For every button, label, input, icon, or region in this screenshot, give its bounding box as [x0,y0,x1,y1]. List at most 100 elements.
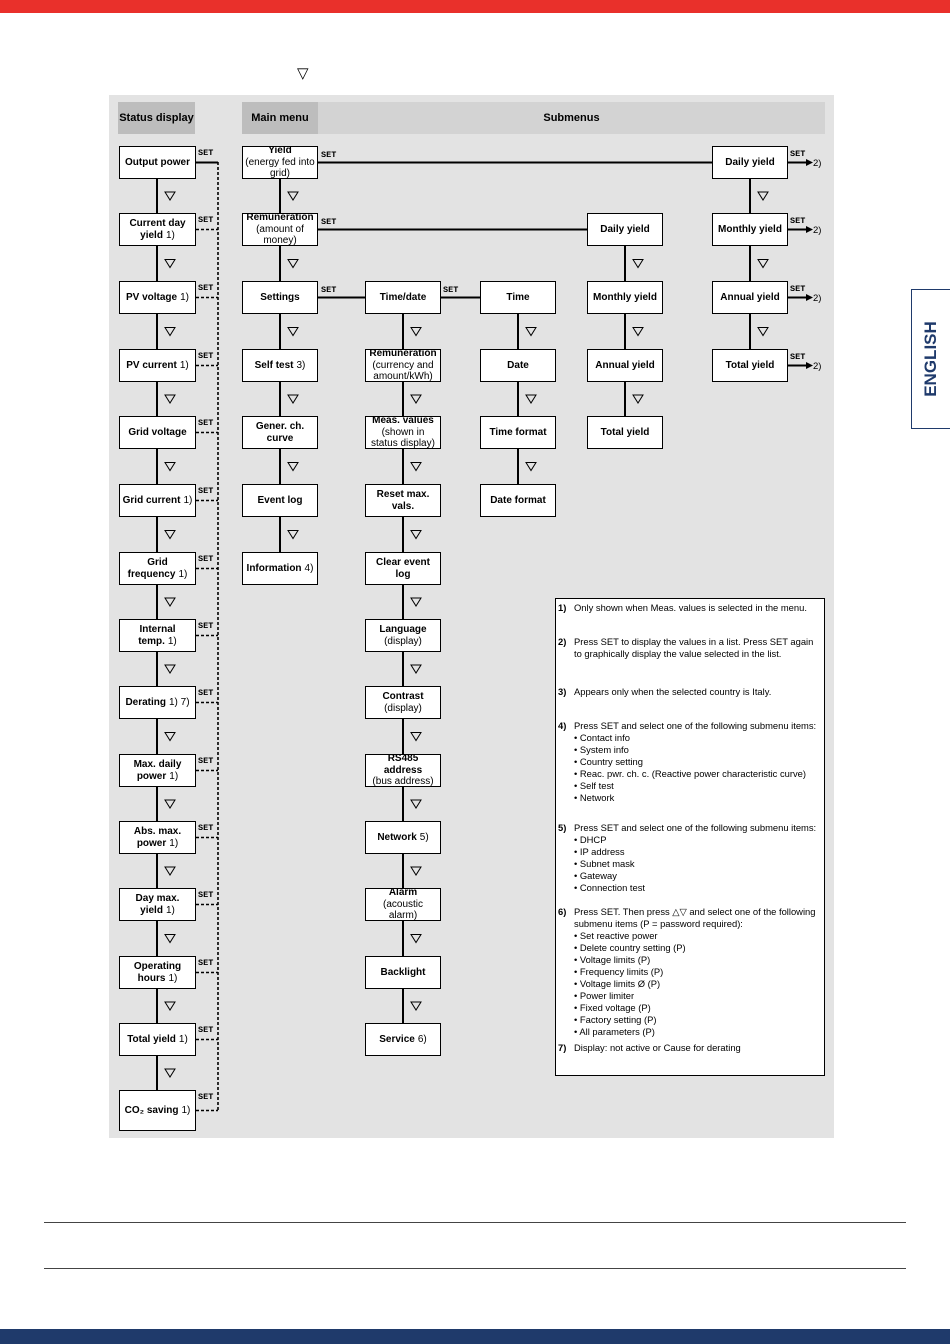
yield-daily-yield: Daily yield [712,146,788,179]
footnote-intro: Press SET. Then press △▽ and select one … [574,906,816,929]
footnote-list-item: • Power limiter [574,990,635,1001]
footnote-list-item: • Fixed voltage (P) [574,1002,651,1013]
set-label: SET [198,823,213,833]
header-status-display: Status display [118,102,195,134]
down-arrow-icon [164,934,176,944]
footnote-text: Press SET. Then press △▽ and select one … [574,906,820,1038]
footnote-text: Press SET and select one of the followin… [574,822,820,894]
down-arrow-icon [164,530,176,540]
set-label: SET [321,285,336,295]
set-label: SET [790,216,805,226]
footnote-list-item: • Network [574,792,615,803]
footnote-list-item: • All parameters (P) [574,1026,655,1037]
footnote-list-item: • Voltage limits (P) [574,954,651,965]
network-menu-label: Network [377,831,417,843]
status-item-label: Grid voltage [128,426,187,438]
footnote-ref: 2) [813,361,821,372]
currency-menu-sublabel: (currency and amount/kWh) [372,359,434,382]
header-main-menu: Main menu [242,102,318,134]
footnote-list-item: • Set reactive power [574,930,658,941]
language-tab: ENGLISH [911,289,950,429]
contrast-menu: Contrast(display) [365,686,441,719]
date-format-menu-label: Date format [490,494,546,506]
rem-daily-yield-label: Daily yield [600,223,650,235]
down-arrow-icon [164,732,176,742]
gener-ch-curve-menu-label: Gener. ch. curve [255,421,305,444]
clear-event-log-menu: Clear event log [365,552,441,585]
meas-values-menu-sublabel: (shown in status display) [371,426,435,449]
footnote-number: 4) [558,720,567,731]
status-item-label: Derating [125,696,166,708]
footnote-list-item: • System info [574,744,629,755]
footnote-ref: 2) [813,293,821,304]
footnote-list-item: • IP address [574,846,625,857]
footnote-list-item: • Reac. pwr. ch. c. (Reactive power char… [574,768,807,779]
down-arrow-icon [410,732,422,742]
footnote-3: 3) Appears only when the selected countr… [558,686,820,698]
footnote-list-item: • Connection test [574,882,646,893]
footnote-number: 7) [558,1042,567,1053]
down-arrow-icon [410,462,422,472]
down-arrow-icon [164,799,176,809]
down-arrow-icon [410,799,422,809]
footnote-number: 6) [558,906,567,917]
footnote-list-item: • Contact info [574,732,630,743]
self-test-menu-label: Self test [254,359,294,371]
status-item-label: Grid current [122,494,181,506]
remuneration-menu-sublabel: (amount of money) [256,223,304,246]
event-log-menu: Event log [242,484,318,517]
service-menu-label: Service [379,1033,415,1045]
footnote-7: 7) Display: not active or Cause for dera… [558,1042,820,1054]
footnote-list-item: • Gateway [574,870,617,881]
set-label: SET [198,756,213,766]
footnote-list-item: • Frequency limits (P) [574,966,664,977]
alarm-menu-label: Alarm [388,888,418,899]
down-arrow-icon [164,664,176,674]
settings-menu: Settings [242,281,318,314]
settings-menu-label: Settings [260,291,300,303]
down-arrow-icon [287,259,299,269]
down-arrow-icon [410,327,422,337]
clear-event-log-menu-label: Clear event log [376,557,430,580]
meas-values-menu-label: Meas. values [372,416,434,427]
footnote-1: 1) Only shown when Meas. values is selec… [558,602,820,614]
down-arrow-icon [287,462,299,472]
status-item: Internal temp.1) [119,619,196,652]
down-arrow-icon [164,259,176,269]
footnote-text: Press SET to display the values in a lis… [574,636,814,659]
down-arrow-icon [410,866,422,876]
set-label: SET [198,215,213,225]
footer-rule-bottom [44,1268,906,1269]
status-item-note: 1) [179,359,189,371]
footnote-list-item: • Self test [574,780,614,791]
status-item-note: 1) [167,635,177,647]
right-arrow-icon [806,159,813,166]
down-arrow-icon [632,327,644,337]
status-item-note: 1) [169,770,179,782]
status-item-label: Grid frequency [127,557,176,580]
down-arrow-icon [287,191,299,201]
yield-menu-sublabel: (energy fed into grid) [245,156,315,179]
down-arrow-icon [164,866,176,876]
set-label: SET [198,621,213,631]
remuneration-menu-label: Remuneration [246,213,314,224]
footnote-intro: Press SET and select one of the followin… [574,822,817,833]
status-item-note: 1) [169,837,179,849]
down-arrow-icon [164,1001,176,1011]
date-format-menu: Date format [480,484,556,517]
status-item-note: 1) [178,1033,188,1045]
status-item: Output power [119,146,196,179]
status-item-label: Total yield [127,1033,176,1045]
down-triangle-icon: ▽ [297,65,309,82]
contrast-menu-sublabel: (display) [384,702,422,714]
rem-monthly-yield-label: Monthly yield [593,291,657,303]
footnote-text: Display: not active or Cause for deratin… [574,1042,741,1053]
footer-rule-top [44,1222,906,1223]
status-item: Grid voltage [119,416,196,449]
information-menu-label: Information [246,562,302,574]
